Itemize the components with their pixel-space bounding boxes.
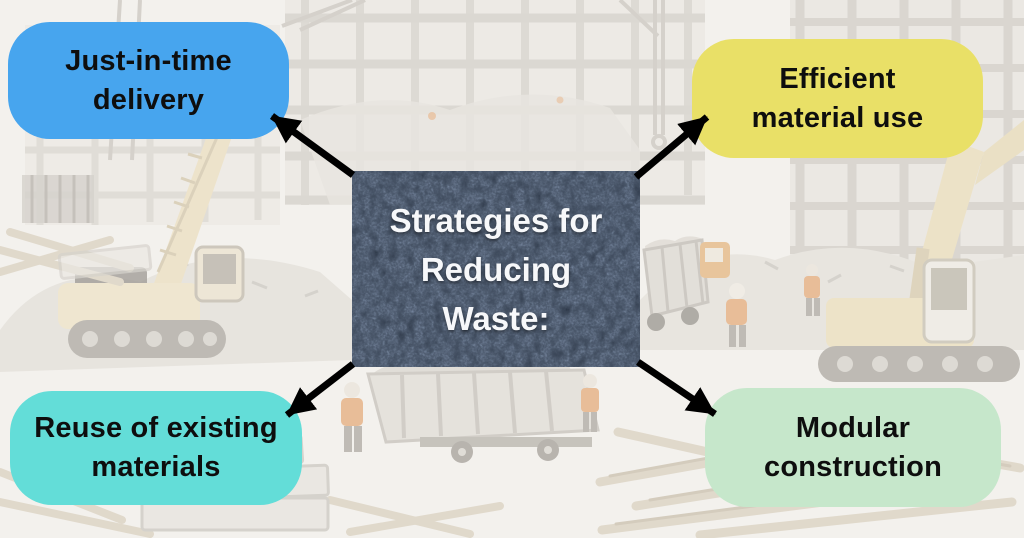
node-label-line: Efficient (779, 62, 896, 95)
center-topic-line: Reducing (420, 250, 572, 288)
debris-container-truck (366, 356, 600, 463)
rock-texture (352, 171, 640, 367)
worker (726, 283, 747, 347)
center-topic-label: Strategies for Reducing Waste: (390, 196, 603, 343)
node-reuse-of-existing-materials: Reuse of existing materials (10, 391, 302, 505)
worker (581, 374, 599, 432)
excavator-right (818, 120, 1024, 382)
node-label-line: delivery (92, 83, 205, 116)
node-just-in-time-delivery: Just-in-time delivery (8, 22, 289, 139)
center-topic-line: Waste: (442, 299, 550, 337)
node-label-line: Modular (795, 411, 911, 444)
node-label-line: construction (763, 450, 942, 483)
worker (804, 264, 820, 316)
node-label-line: material use (751, 101, 924, 134)
node-label-line: Reuse of existing (34, 412, 278, 444)
center-topic-line: Strategies for (389, 201, 603, 239)
node-efficient-material-use: Efficient material use (692, 39, 983, 158)
node-label-line: Just-in-time (65, 44, 232, 77)
center-topic-box: Strategies for Reducing Waste: (352, 171, 640, 367)
debris-bin (22, 175, 94, 223)
dump-truck (642, 236, 730, 331)
node-label-line: materials (91, 451, 221, 483)
node-modular-construction: Modular construction (705, 388, 1001, 507)
